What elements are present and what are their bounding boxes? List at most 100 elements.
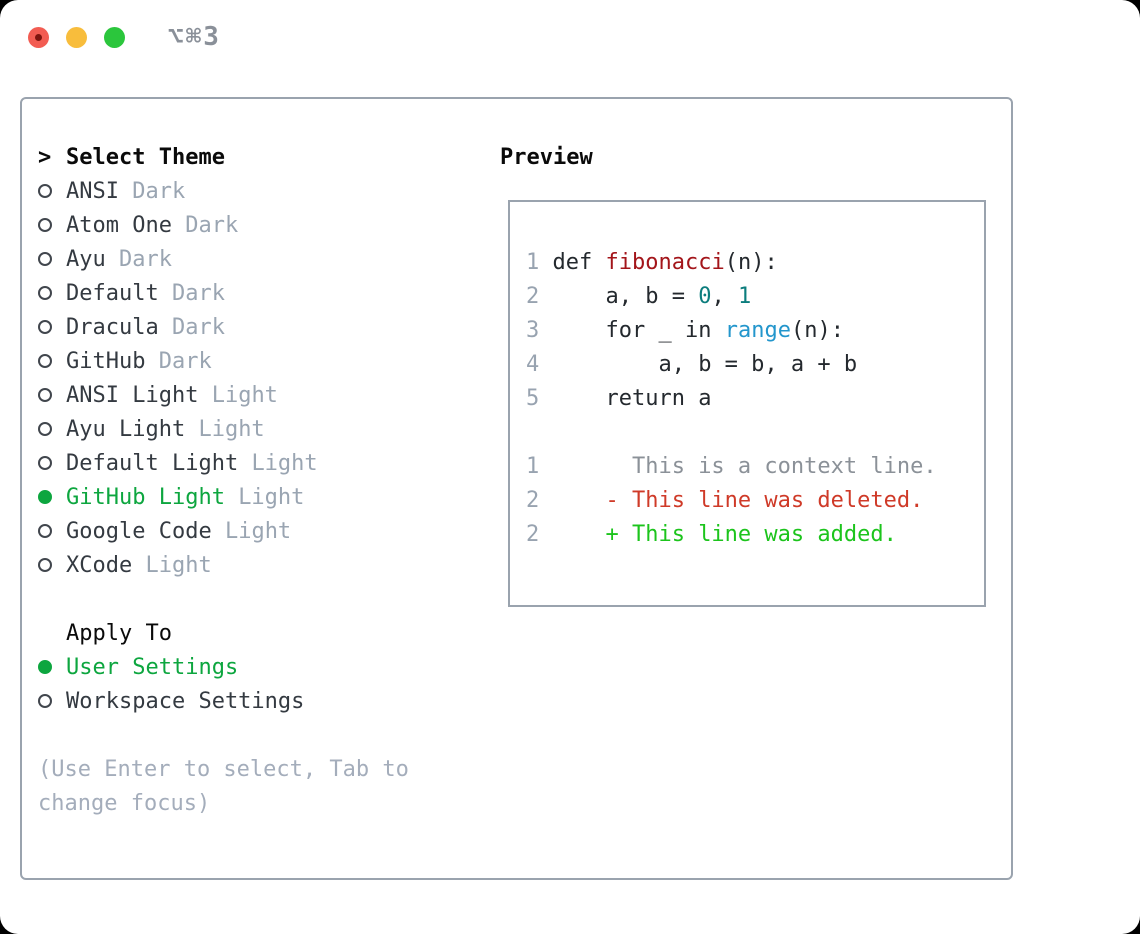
apply-to-option-label: User Settings: [66, 655, 239, 680]
code-token-pl: a, b =: [539, 284, 699, 309]
line-number: 1: [526, 454, 540, 479]
code-token-kw: def: [552, 250, 593, 275]
spacer: [38, 583, 488, 617]
code-line: 2 a, b = 0, 1: [526, 280, 984, 314]
radio-icon: [38, 456, 52, 470]
apply-to-option[interactable]: Workspace Settings: [38, 685, 488, 719]
theme-variant-tag: Dark: [158, 349, 212, 374]
theme-name: ANSI Light: [66, 383, 212, 408]
line-number: 5: [526, 386, 540, 411]
radio-icon: [38, 388, 52, 402]
code-line: 1 This is a context line.: [526, 450, 984, 484]
theme-name: Ayu Light: [66, 417, 199, 442]
theme-variant-tag: Light: [198, 417, 265, 442]
theme-name: GitHub: [66, 349, 159, 374]
code-token-pl: (n):: [790, 318, 844, 343]
traffic-lights: [28, 27, 125, 48]
theme-variant-tag: Dark: [185, 213, 239, 238]
line-number: 1: [526, 250, 540, 275]
preview-header: Preview: [500, 145, 593, 170]
radio-icon: [38, 320, 52, 334]
close-button[interactable]: [28, 27, 49, 48]
theme-name: Default Light: [66, 451, 252, 476]
theme-option[interactable]: GitHub Light Light: [38, 481, 488, 515]
code-token-add: + This line was added.: [539, 522, 897, 547]
apply-to-option-label: Workspace Settings: [66, 689, 305, 714]
theme-option[interactable]: Google Code Light: [38, 515, 488, 549]
theme-name: Dracula: [66, 315, 172, 340]
radio-icon: [38, 354, 52, 368]
code-line: 3 for _ in range(n):: [526, 314, 984, 348]
radio-icon: [38, 218, 52, 232]
theme-option[interactable]: Ayu Light Light: [38, 413, 488, 447]
radio-icon: [38, 558, 52, 572]
radio-icon: [38, 422, 52, 436]
code-token-pl: [539, 386, 605, 411]
theme-option[interactable]: Atom One Dark: [38, 209, 488, 243]
theme-variant-tag: Dark: [171, 315, 225, 340]
line-number: 2: [526, 488, 540, 513]
line-number: 2: [526, 522, 540, 547]
apply-to-header-row: Apply To: [38, 617, 488, 651]
code-token-bi: range: [724, 318, 791, 343]
theme-variant-tag: Light: [211, 383, 278, 408]
theme-option[interactable]: Default Light Light: [38, 447, 488, 481]
theme-name: ANSI: [66, 179, 133, 204]
theme-variant-tag: Light: [224, 519, 292, 544]
code-token-pl: _: [645, 318, 685, 343]
theme-variant-tag: Dark: [132, 179, 186, 204]
apply-to-option[interactable]: User Settings: [38, 651, 488, 685]
code-token-ctx: This is a context line.: [539, 454, 937, 479]
theme-name: GitHub Light: [66, 485, 239, 510]
selection-prompt-icon: >: [38, 145, 52, 170]
theme-variant-tag: Dark: [171, 281, 225, 306]
theme-option[interactable]: XCode Light: [38, 549, 488, 583]
theme-name: Atom One: [66, 213, 186, 238]
theme-option[interactable]: ANSI Dark: [38, 175, 488, 209]
theme-variant-tag: Dark: [118, 247, 172, 272]
zoom-button[interactable]: [104, 27, 125, 48]
radio-icon: [38, 286, 52, 300]
line-number: 2: [526, 284, 540, 309]
theme-option[interactable]: Default Dark: [38, 277, 488, 311]
code-token-kw: in: [684, 318, 712, 343]
code-token-pl: ,: [711, 284, 738, 309]
theme-variant-tag: Light: [251, 451, 318, 476]
code-token-fn: fibonacci: [605, 250, 725, 275]
code-token-pl: a: [684, 386, 712, 411]
radio-icon: [38, 524, 52, 538]
code-token-num: 1: [737, 284, 752, 309]
code-token-kw: return: [605, 386, 685, 411]
hint-text-line2: change focus): [38, 791, 211, 816]
theme-variant-tag: Light: [238, 485, 305, 510]
theme-option[interactable]: Ayu Dark: [38, 243, 488, 277]
window-title: ⌥⌘3: [168, 22, 221, 52]
code-token-pl: (n):: [724, 250, 778, 275]
apply-to-header: Apply To: [66, 621, 172, 646]
theme-option[interactable]: ANSI Light Light: [38, 379, 488, 413]
code-line: [526, 416, 984, 450]
code-token-pl: [539, 250, 552, 275]
code-token-del: - This line was deleted.: [539, 488, 924, 513]
code-line: 5 return a: [526, 382, 984, 416]
code-token-kw: for: [605, 318, 646, 343]
code-line: 2 - This line was deleted.: [526, 484, 984, 518]
hint-text-line1: (Use Enter to select, Tab to: [38, 757, 409, 782]
line-number: 3: [526, 318, 540, 343]
radio-icon: [38, 184, 52, 198]
minimize-button[interactable]: [66, 27, 87, 48]
code-line: 2 + This line was added.: [526, 518, 984, 552]
theme-option[interactable]: Dracula Dark: [38, 311, 488, 345]
code-line: 4 a, b = b, a + b: [526, 348, 984, 382]
select-theme-header-row: > Select Theme: [38, 141, 488, 175]
radio-icon: [38, 694, 52, 708]
theme-option[interactable]: GitHub Dark: [38, 345, 488, 379]
select-theme-header: Select Theme: [66, 145, 225, 170]
theme-name: XCode: [66, 553, 146, 578]
